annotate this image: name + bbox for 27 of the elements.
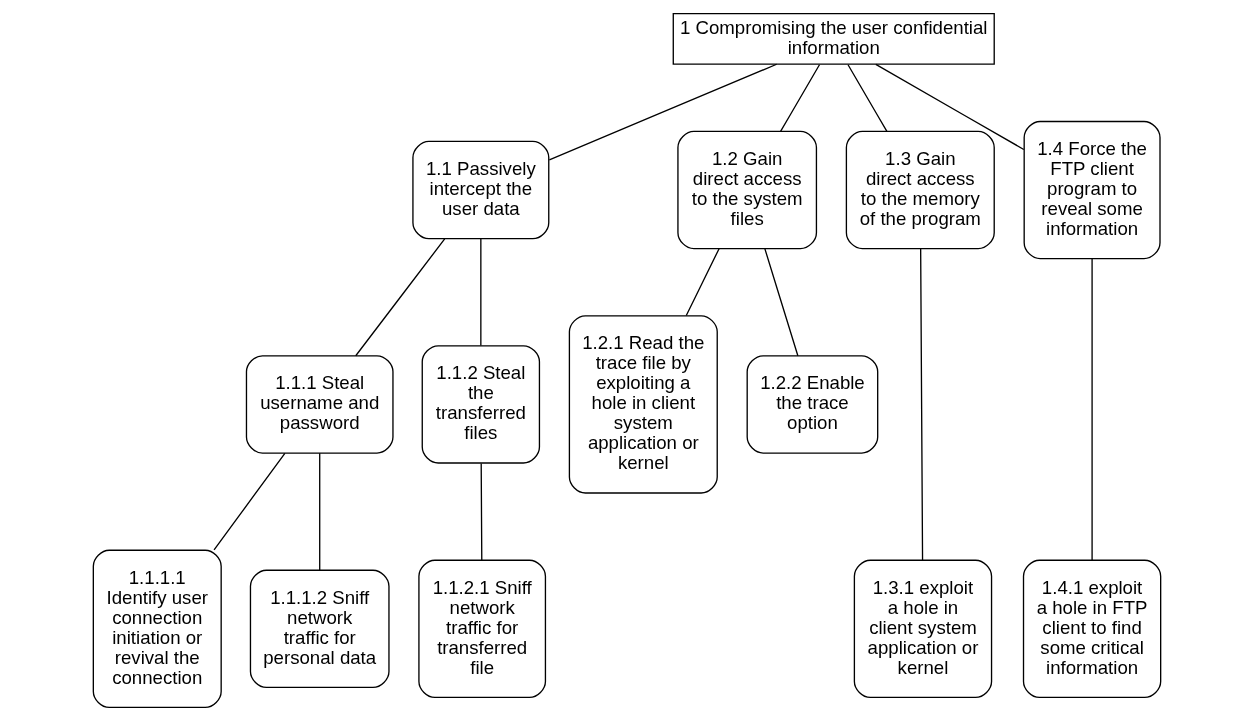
connector (847, 64, 888, 133)
node-box: 1.2.2 Enable the trace option (746, 355, 879, 454)
connector (1091, 258, 1093, 561)
connector (480, 462, 483, 561)
node-box: 1.1.1 Steal username and password (245, 355, 394, 454)
node-box: 1.1 Passively intercept the user data (412, 140, 550, 240)
connector (685, 248, 720, 317)
connector (480, 238, 482, 347)
connector (764, 248, 799, 357)
node-box: 1 Compromising the user confidential information (672, 12, 995, 65)
node-box: 1.2 Gain direct access to the system files (677, 130, 818, 250)
node-box: 1.1.1.1 Identify user connection initiation or revival the connection (92, 549, 222, 709)
node-box: 1.2.1 Read the trace file by exploiting a hole in client system application or kernel (568, 315, 718, 494)
node-box: 1.1.2 Steal the transferred files (421, 345, 541, 464)
connector (920, 248, 924, 561)
connector (875, 63, 1025, 151)
node-box: 1.3 Gain direct access to the memory of the program (845, 130, 995, 250)
connector (319, 452, 321, 571)
node-box: 1.1.2.1 Sniff network traffic for transferred file (418, 559, 547, 699)
node-box: 1.3.1 exploit a hole in client system application or kernel (853, 559, 993, 699)
connector (779, 64, 821, 133)
node-box: 1.4.1 exploit a hole in FTP client to find some critical information (1022, 559, 1162, 699)
connector (355, 238, 446, 357)
node-box: 1.1.1.2 Sniff network traffic for personal data (249, 569, 390, 689)
connector (213, 452, 286, 551)
connector (548, 63, 778, 161)
node-box: 1.4 Force the FTP client program to reveal some information (1023, 120, 1161, 260)
